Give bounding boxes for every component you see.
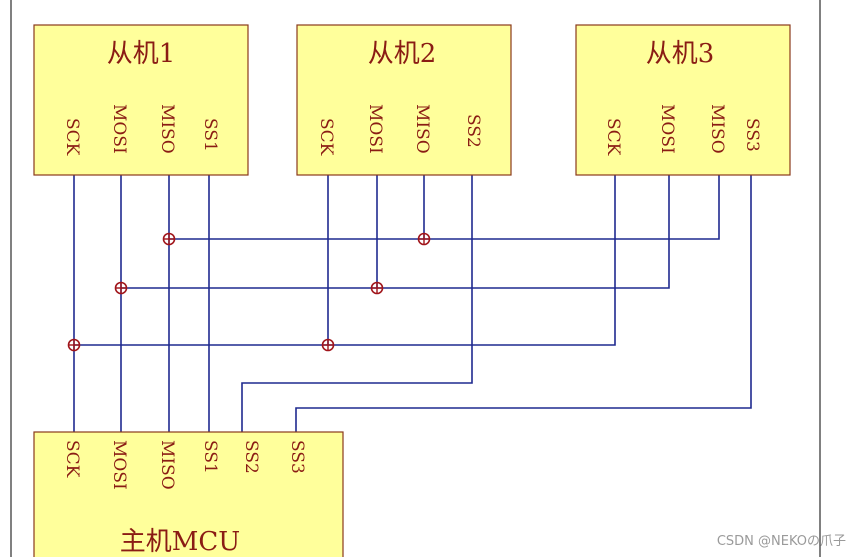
wire-ss3 xyxy=(295,175,752,432)
watermark: CSDN @NEKOの爪子 xyxy=(717,534,846,549)
master-box: SCK MOSI MISO SS1 SS2 SS3 主机MCU xyxy=(33,431,344,557)
wires xyxy=(73,175,752,432)
master-pin-ss2: SS2 xyxy=(241,440,261,474)
slave-box-1: 从机1 SCK MOSI MISO SS1 xyxy=(33,24,249,176)
slave-box-1-title: 从机1 xyxy=(107,39,176,69)
junction-miso-2 xyxy=(417,232,431,246)
slave-2-pin-ss: SS2 xyxy=(463,114,483,148)
wire-mosi-bus xyxy=(121,175,670,289)
master-pin-ss3: SS3 xyxy=(287,440,307,474)
junction-sck-2 xyxy=(321,338,335,352)
slave-box-3-body xyxy=(575,24,791,176)
slave-3-pin-mosi: MOSI xyxy=(657,104,677,154)
master-pin-miso: MISO xyxy=(157,440,177,490)
wire-miso-bus xyxy=(169,175,720,240)
slave-2-pin-sck: SCK xyxy=(316,118,336,156)
slave-1-pin-miso: MISO xyxy=(157,104,177,154)
slave-box-2-title: 从机2 xyxy=(368,39,437,69)
slave-box-2-body xyxy=(296,24,512,176)
wire-ss2 xyxy=(241,175,473,432)
master-box-body xyxy=(33,431,344,557)
slave-box-2: 从机2 SCK MOSI MISO SS2 xyxy=(296,24,512,176)
junction-mosi-2 xyxy=(370,281,384,295)
master-pin-sck: SCK xyxy=(62,440,82,478)
master-pin-mosi: MOSI xyxy=(109,440,129,490)
wire-sck-bus xyxy=(74,175,616,346)
slave-2-pin-mosi: MOSI xyxy=(365,104,385,154)
slave-1-pin-ss: SS1 xyxy=(200,118,220,152)
slave-3-pin-miso: MISO xyxy=(707,104,727,154)
junction-sck-1 xyxy=(67,338,81,352)
slave-3-pin-sck: SCK xyxy=(603,118,623,156)
slave-3-pin-ss: SS3 xyxy=(742,118,762,152)
slave-1-pin-sck: SCK xyxy=(62,118,82,156)
slave-box-1-body xyxy=(33,24,249,176)
master-pin-ss1: SS1 xyxy=(200,440,220,474)
slave-1-pin-mosi: MOSI xyxy=(109,104,129,154)
slave-box-3-title: 从机3 xyxy=(646,39,715,69)
junctions xyxy=(67,232,431,352)
junction-mosi-1 xyxy=(114,281,128,295)
slave-box-3: 从机3 SCK MOSI MISO SS3 xyxy=(575,24,791,176)
junction-miso-1 xyxy=(162,232,176,246)
master-box-title: 主机MCU xyxy=(120,527,240,557)
slave-2-pin-miso: MISO xyxy=(412,104,432,154)
